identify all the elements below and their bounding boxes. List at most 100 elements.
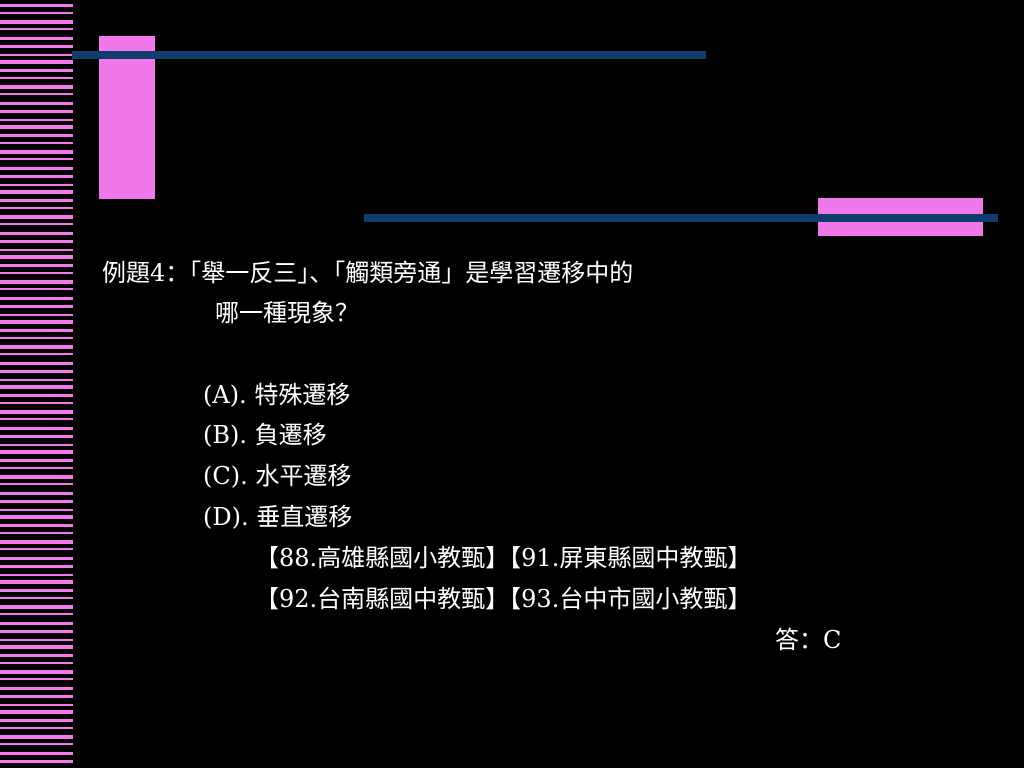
stripe: [0, 175, 73, 178]
stripe: [0, 760, 73, 763]
stripe: [0, 524, 73, 527]
stripe: [0, 557, 73, 560]
stripe: [0, 719, 73, 722]
stripe: [0, 215, 73, 219]
exam-source-line-2: 【92.台南縣國中教甄】【93.台中市國小教甄】: [255, 585, 752, 613]
stripe: [0, 320, 73, 324]
stripe: [0, 272, 73, 274]
stripe: [0, 353, 73, 355]
stripe: [0, 28, 73, 30]
stripe: [0, 670, 73, 674]
stripe: [0, 102, 73, 105]
option-c: (C). 水平遷移: [203, 462, 352, 490]
stripe: [0, 597, 73, 599]
stripe: [0, 20, 73, 24]
stripe: [0, 735, 73, 739]
stripe: [0, 467, 73, 469]
stripe: [0, 435, 73, 438]
stripe: [0, 37, 73, 40]
stripe: [0, 727, 73, 729]
stripe: [0, 710, 73, 714]
stripe: [0, 207, 73, 209]
stripe: [0, 639, 73, 641]
stripe: [0, 492, 73, 495]
stripe: [0, 427, 73, 430]
stripe: [0, 167, 73, 170]
stripe: [0, 402, 73, 404]
stripe: [0, 475, 73, 479]
stripe: [0, 125, 73, 129]
stripe: [0, 370, 73, 373]
answer-text: 答：C: [775, 626, 842, 654]
stripe: [0, 337, 73, 339]
stripe: [0, 85, 73, 89]
stripe: [0, 305, 73, 308]
stripe: [0, 119, 73, 121]
stripe: [0, 329, 73, 332]
stripe: [0, 622, 73, 625]
stripe: [0, 288, 73, 290]
blue-divider-top: [72, 51, 706, 59]
stripe: [0, 450, 73, 454]
stripe: [0, 280, 73, 284]
stripe: [0, 418, 73, 420]
option-a: (A). 特殊遷移: [203, 381, 351, 409]
stripe: [0, 548, 73, 550]
stripe: [0, 362, 73, 365]
stripe: [0, 190, 73, 194]
question-text-line-2: 哪一種現象？: [215, 299, 359, 327]
stripe: [0, 410, 73, 414]
stripe: [0, 500, 73, 503]
stripe: [0, 565, 73, 568]
stripe: [0, 444, 73, 446]
stripe: [0, 752, 73, 755]
stripe: [0, 12, 73, 14]
stripe: [0, 654, 73, 657]
blue-divider-middle: [364, 214, 998, 222]
stripe: [0, 297, 73, 300]
stripe: [0, 580, 73, 584]
stripe: [0, 394, 73, 397]
stripe: [0, 54, 73, 56]
left-stripe-decoration: [0, 4, 73, 763]
exam-source-line-1: 【88.高雄縣國小教甄】【91.屏東縣國中教甄】: [255, 544, 752, 572]
stripe: [0, 379, 73, 381]
stripe: [0, 240, 73, 243]
option-b: (B). 負遷移: [203, 421, 327, 449]
stripe: [0, 509, 73, 511]
stripe: [0, 150, 73, 154]
stripe: [0, 60, 73, 64]
stripe: [0, 630, 73, 633]
option-d: (D). 垂直遷移: [203, 503, 353, 531]
stripe: [0, 255, 73, 259]
stripe: [0, 314, 73, 316]
stripe: [0, 345, 73, 349]
pink-accent-bar-vertical: [99, 36, 155, 199]
stripe: [0, 69, 73, 72]
stripe: [0, 223, 73, 225]
stripe: [0, 613, 73, 615]
stripe: [0, 45, 73, 48]
stripe: [0, 459, 73, 462]
stripe: [0, 93, 73, 95]
stripe: [0, 77, 73, 79]
stripe: [0, 540, 73, 544]
stripe: [0, 645, 73, 649]
stripe: [0, 158, 73, 160]
stripe: [0, 385, 73, 389]
stripe: [0, 134, 73, 137]
stripe: [0, 743, 73, 745]
stripe: [0, 110, 73, 113]
stripe: [0, 264, 73, 267]
stripe: [0, 483, 73, 485]
stripe: [0, 605, 73, 609]
stripe: [0, 232, 73, 235]
stripe: [0, 574, 73, 576]
stripe: [0, 199, 73, 202]
stripe: [0, 695, 73, 698]
stripe: [0, 4, 73, 7]
stripe: [0, 532, 73, 534]
stripe: [0, 678, 73, 680]
question-text-line-1: 例題4：「舉一反三」、「觸類旁通」是學習遷移中的: [102, 259, 634, 287]
